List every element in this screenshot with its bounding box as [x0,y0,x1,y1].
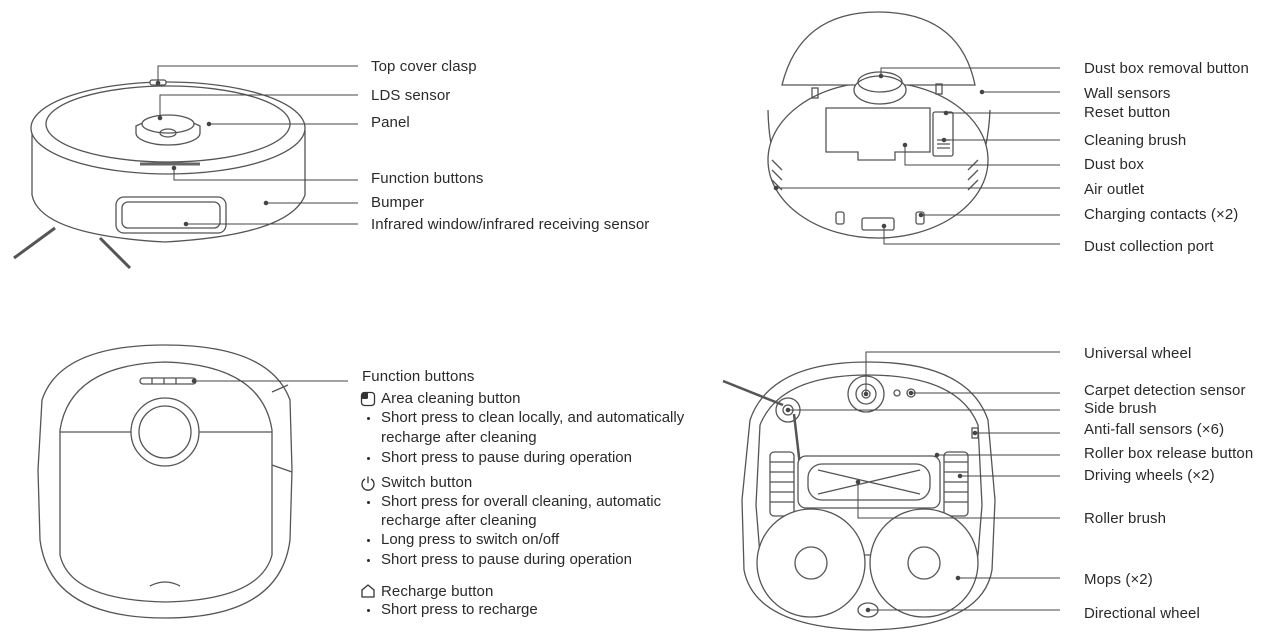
switch-button-bullet: Short press for overall cleaning, automa… [366,493,662,510]
recharge-button-title: Recharge button [381,583,494,600]
label-roller-box-release-button: Roller box release button [1084,445,1254,462]
switch-button-title: Switch button [381,474,473,491]
switch-button-bullet-cont: recharge after cleaning [381,512,537,529]
area-cleaning-icon [360,391,376,407]
robot-top-view [37,344,348,619]
label-bumper: Bumper [371,194,425,211]
label-dust-box-removal-button: Dust box removal button [1084,60,1249,77]
label-roller-brush: Roller brush [1084,510,1167,527]
label-panel: Panel [371,114,410,131]
label-air-outlet: Air outlet [1084,181,1145,198]
area-cleaning-bullet: Short press to clean locally, and automa… [366,409,685,426]
area-cleaning-bullet: Short press to pause during operation [367,449,632,466]
label-charging-contacts: Charging contacts (×2) [1084,206,1239,223]
label-dust-box: Dust box [1084,156,1144,173]
label-function-buttons: Function buttons [371,170,484,187]
robot-bottom-view [722,351,1060,631]
area-cleaning-bullet-cont: recharge after cleaning [381,429,537,446]
robot-open-lid [767,11,1060,245]
label-wall-sensors: Wall sensors [1084,85,1171,102]
label-infrared-window: Infrared window/infrared receiving senso… [371,216,650,233]
home-icon [361,584,375,598]
robot-top-perspective [13,65,358,270]
switch-button-bullet: Short press to pause during operation [367,551,632,568]
label-reset-button: Reset button [1084,104,1171,121]
label-side-brush: Side brush [1084,400,1157,417]
label-top-cover-clasp: Top cover clasp [371,58,477,75]
recharge-button-bullet: Short press to recharge [367,601,538,618]
label-carpet-detection-sensor: Carpet detection sensor [1084,382,1246,399]
label-cleaning-brush: Cleaning brush [1084,132,1187,149]
label-lds-sensor: LDS sensor [371,87,451,104]
switch-button-bullet: Long press to switch on/off [366,531,560,548]
area-cleaning-title: Area cleaning button [381,390,521,407]
function-buttons-heading: Function buttons [362,368,475,385]
label-mops: Mops (×2) [1084,571,1153,588]
label-dust-collection-port: Dust collection port [1084,238,1214,255]
label-driving-wheels: Driving wheels (×2) [1084,467,1215,484]
label-directional-wheel: Directional wheel [1084,605,1200,622]
label-universal-wheel: Universal wheel [1084,345,1192,362]
power-icon [361,476,375,491]
label-anti-fall-sensors: Anti-fall sensors (×6) [1084,421,1225,438]
